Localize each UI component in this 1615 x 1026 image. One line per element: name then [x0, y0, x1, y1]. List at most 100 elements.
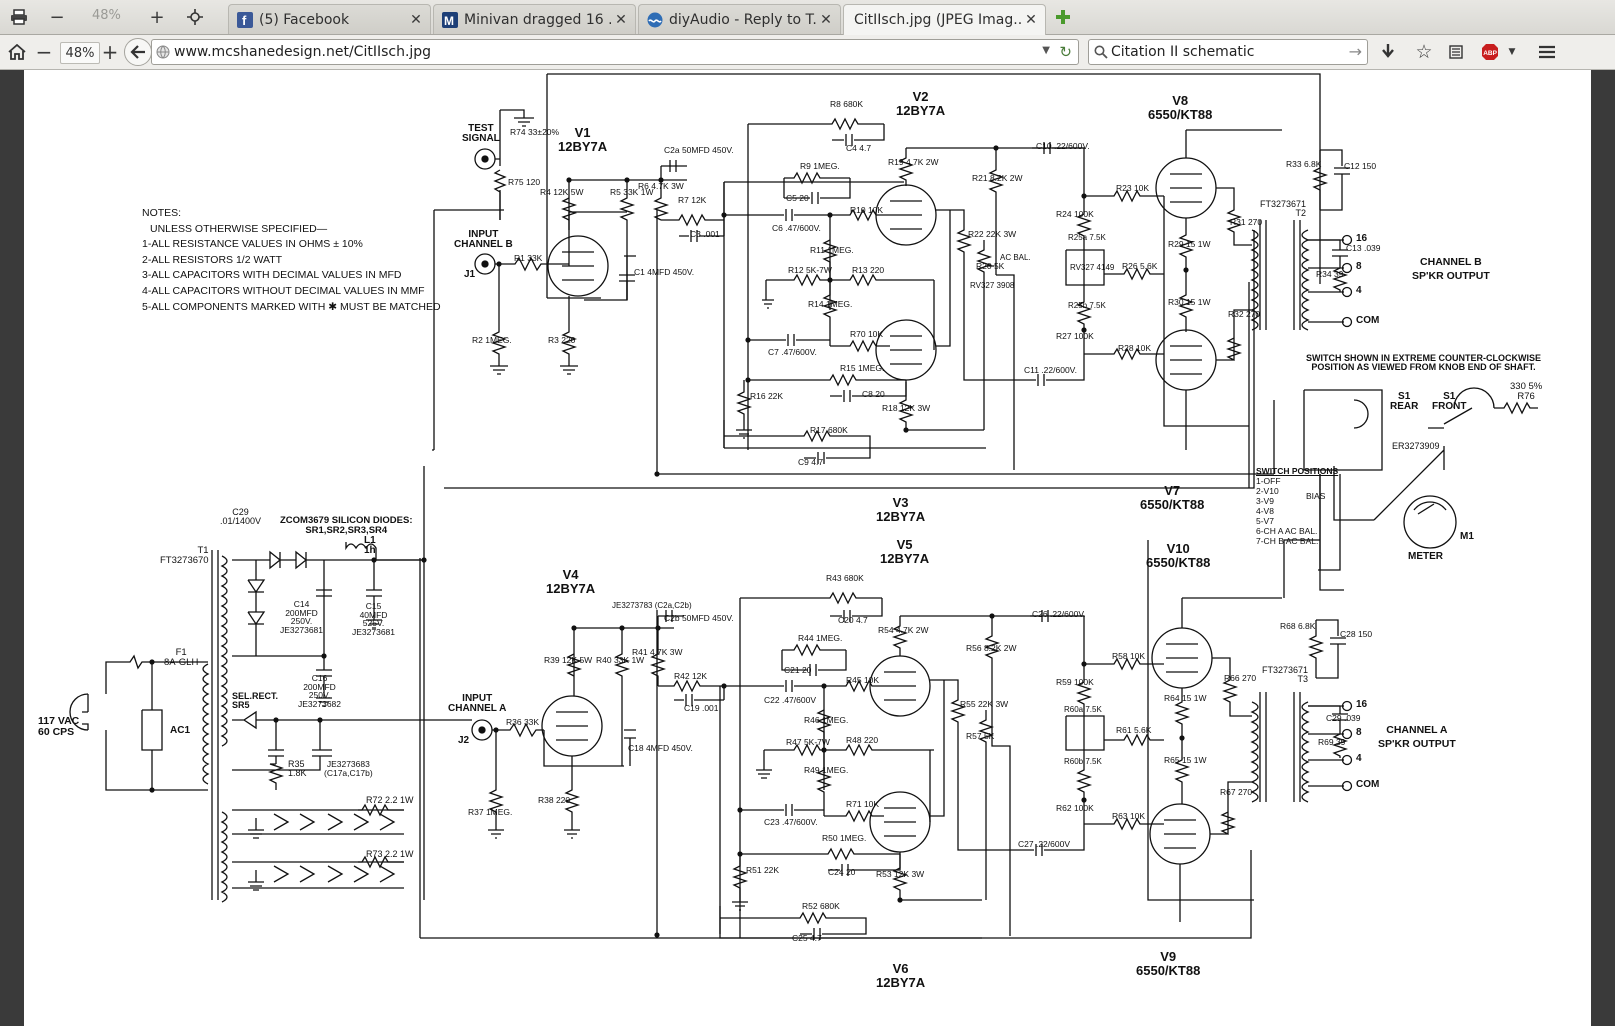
close-tab-icon[interactable]: ✕ — [615, 11, 627, 28]
component-label: R50 1MEG. — [822, 833, 867, 843]
component-label: C26 .22/600V. — [1032, 609, 1086, 619]
search-go-icon[interactable]: → — [1348, 42, 1362, 61]
bookmark-button[interactable]: ☆ — [1414, 41, 1434, 63]
transformer-t2-label: FT3273671 T2 — [1260, 199, 1307, 218]
downloads-button[interactable] — [1378, 42, 1398, 62]
component-label: C6 .47/600V. — [772, 223, 821, 233]
component-label: R74 33±20% — [510, 127, 560, 137]
search-icon — [1094, 45, 1108, 59]
component-label: R59 100K — [1056, 677, 1094, 687]
component-label: R48 220 — [846, 735, 879, 745]
notes-line: 4-ALL CAPACITORS WITHOUT DECIMAL VALUES … — [142, 284, 425, 297]
component-label: R20 5K — [976, 261, 1005, 271]
search-bar[interactable]: Citation II schematic → — [1088, 39, 1368, 65]
component-label: R60a 7.5K — [1064, 705, 1102, 714]
move-icon — [187, 9, 203, 25]
facebook-icon: f — [237, 11, 253, 28]
component-label: C5 20 — [786, 193, 809, 203]
tap-8-label: 8 — [1356, 261, 1362, 272]
tap-16-label: 16 — [1356, 699, 1368, 710]
zoom-out-tab-button[interactable]: − — [42, 4, 72, 30]
component-label: R70 10K — [850, 329, 884, 339]
component-label: R44 1MEG. — [798, 633, 843, 643]
tab-title: CitIIsch.jpg (JPEG Imag... — [854, 12, 1021, 28]
adblock-button[interactable]: ABP — [1480, 42, 1500, 62]
component-label: R5 33K 1W — [610, 187, 654, 197]
tab-title: Minivan dragged 16 ... — [464, 11, 611, 28]
tab-minivan[interactable]: M Minivan dragged 16 ... ✕ — [433, 4, 636, 34]
switch-rear-label: S1 REAR — [1390, 391, 1419, 412]
component-label: JE3273783 (C2a,C2b) — [612, 601, 692, 610]
component-label: R25b 7.5K — [1068, 301, 1106, 310]
transformer-t1-label: T1 FT3273670 — [160, 545, 209, 566]
fit-button[interactable] — [180, 4, 210, 30]
tab-citiisch[interactable]: CitIIsch.jpg (JPEG Imag... ✕ — [843, 4, 1046, 35]
component-label: R75 120 — [508, 177, 541, 187]
tap-4-label: 4 — [1356, 753, 1362, 764]
zoom-in-button[interactable]: + — [100, 40, 120, 64]
new-tab-button[interactable] — [1048, 4, 1078, 30]
plus-icon: + — [149, 6, 165, 28]
sr5-label: SEL.RECT. SR5 — [232, 691, 279, 710]
component-label: C10 .22/600V. — [1036, 141, 1090, 151]
close-tab-icon[interactable]: ✕ — [820, 11, 832, 28]
component-label: C21 20 — [784, 665, 812, 675]
c15-label: C15 40MFD 525V. JE3273681 — [352, 601, 396, 637]
component-label: C22 .47/600V — [764, 695, 816, 705]
notes-line: 2-ALL RESISTORS 1/2 WATT — [142, 253, 283, 266]
r76-label: 330 5% R76 — [1510, 381, 1543, 402]
mains-label: 117 VAC 60 CPS — [38, 715, 80, 738]
address-bar[interactable]: www.mcshanedesign.net/CitIIsch.jpg ▼ ↻ — [151, 39, 1079, 65]
component-label: R55 22K 3W — [960, 699, 1009, 709]
menu-button[interactable] — [1536, 42, 1558, 62]
home-button[interactable] — [6, 42, 28, 62]
bookmarks-menu-button[interactable] — [1446, 42, 1466, 62]
tab-facebook[interactable]: f (5) Facebook ✕ — [228, 4, 431, 34]
close-tab-icon[interactable]: ✕ — [1025, 12, 1037, 28]
tab-diyaudio[interactable]: diyAudio - Reply to T... ✕ — [638, 4, 841, 34]
schematic-notes: NOTES: UNLESS OTHERWISE SPECIFIED— 1-ALL… — [142, 206, 441, 315]
search-query: Citation II schematic — [1111, 44, 1255, 60]
channel-a-output-label: CHANNEL A SP'KR OUTPUT — [1378, 724, 1456, 750]
component-label: C19 .001 — [684, 703, 719, 713]
component-label: R43 680K — [826, 573, 864, 583]
navigation-toolbar: − 48% + www.mcshanedesign.net/CitIIsch.j… — [0, 35, 1615, 70]
component-label: C23 .47/600V. — [764, 817, 818, 827]
component-label: R38 220 — [538, 795, 571, 805]
home-icon — [8, 44, 26, 60]
zoom-level[interactable]: 48% — [60, 42, 100, 64]
component-label: R1 33K — [514, 253, 543, 263]
back-button[interactable] — [124, 38, 152, 66]
component-label: R15 1MEG. — [840, 363, 885, 373]
component-label: R51 22K — [746, 865, 780, 875]
component-label: R64 15 1W — [1164, 693, 1207, 703]
component-label: RV327 4149 — [1070, 263, 1115, 272]
close-tab-icon[interactable]: ✕ — [410, 11, 422, 28]
dropdown-arrow-icon[interactable]: ▼ — [1042, 45, 1050, 56]
component-label: C28 150 — [1340, 629, 1373, 639]
zoom-out-button[interactable]: − — [34, 40, 54, 64]
print-button[interactable] — [4, 4, 34, 30]
hamburger-menu-icon — [1539, 45, 1555, 59]
schematic-image: NOTES: UNLESS OTHERWISE SPECIFIED— 1-ALL… — [24, 70, 1591, 1026]
zoom-in-tab-button[interactable]: + — [142, 4, 172, 30]
m1-label: M1 — [1460, 531, 1474, 542]
svg-text:M: M — [444, 14, 454, 28]
component-label: R36 33K — [506, 717, 540, 727]
component-label: C2a 50MFD 450V. — [664, 145, 734, 155]
tab-zoom-label: 48% — [92, 8, 121, 23]
svg-text:ABP: ABP — [1483, 50, 1497, 57]
minivan-site-icon: M — [442, 11, 458, 28]
reload-icon[interactable]: ↻ — [1059, 43, 1072, 61]
notes-line: 3-ALL CAPACITORS WITH DECIMAL VALUES IN … — [142, 269, 402, 282]
component-label: C12 150 — [1344, 161, 1377, 171]
component-label: C8 20 — [862, 389, 885, 399]
image-viewport[interactable]: NOTES: UNLESS OTHERWISE SPECIFIED— 1-ALL… — [0, 70, 1615, 1026]
diyaudio-icon — [647, 12, 663, 28]
component-label: C29 .039 — [1326, 713, 1361, 723]
adblock-dropdown-icon[interactable]: ▼ — [1508, 47, 1516, 57]
input-channel-b-label: INPUT CHANNEL B — [454, 229, 513, 250]
